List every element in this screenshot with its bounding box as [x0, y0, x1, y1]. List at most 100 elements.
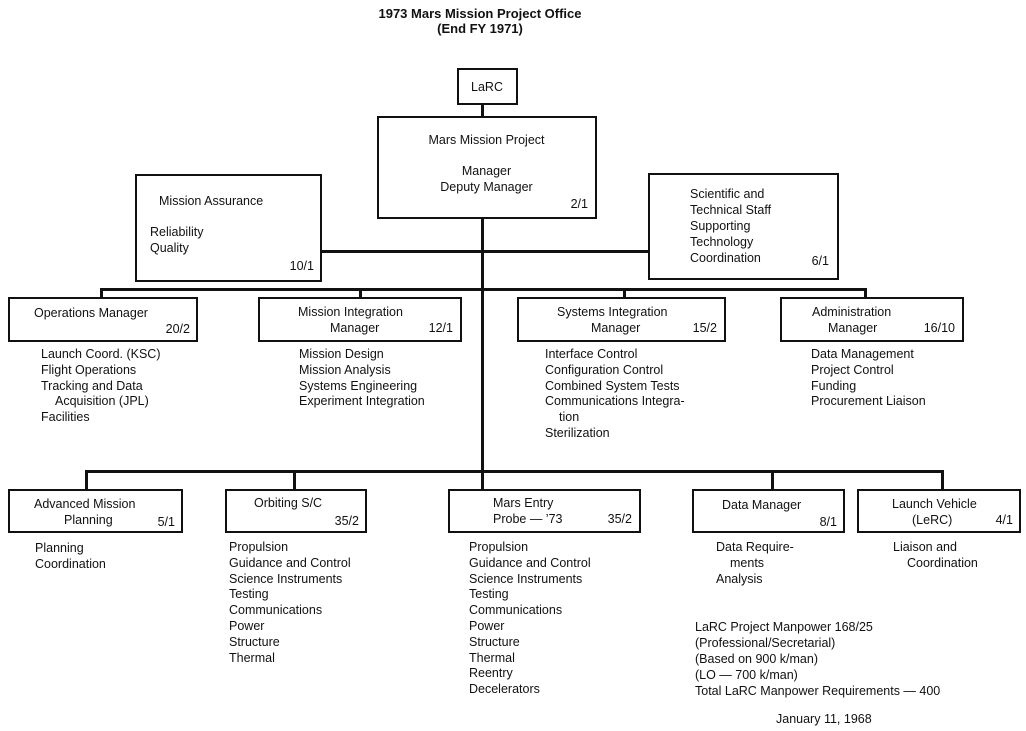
advanced-mission-planning-box: Advanced Mission Planning 5/1	[8, 489, 183, 533]
mission-integration-title: Manager	[330, 321, 380, 335]
project-role: Deputy Manager	[440, 180, 533, 194]
function-item: Flight Operations	[41, 362, 137, 377]
manpower-notes: LaRC Project Manpower 168/25 (Profession…	[695, 619, 940, 699]
connector-row2-bus	[85, 470, 944, 473]
document-date: January 11, 1968	[776, 712, 872, 726]
scientific-line: Scientific and	[690, 187, 765, 201]
function-item: Reentry	[469, 666, 513, 681]
orbiting-sc-box: Orbiting S/C 35/2	[225, 489, 367, 533]
scientific-line: Technology	[690, 235, 754, 249]
systems-integration-title: Systems Integration	[557, 305, 668, 319]
data-manager-functions: Data Require- ments Analysis	[716, 540, 794, 587]
mars-entry-title: Mars Entry	[493, 496, 554, 510]
scientific-line: Coordination	[690, 251, 761, 265]
mission-integration-manager-box: Mission Integration Manager 12/1	[258, 297, 462, 342]
note-line: (LO — 700 k/man)	[695, 668, 798, 682]
scientific-line: Technical Staff	[690, 203, 772, 217]
function-item: Power	[229, 618, 265, 633]
connector-staff-horizontal	[320, 250, 650, 253]
operations-manpower: 20/2	[165, 322, 190, 336]
function-item: Funding	[811, 378, 857, 393]
function-item: Science Instruments	[229, 571, 343, 586]
mission-integration-functions: Mission Design Mission Analysis Systems …	[299, 347, 425, 410]
advanced-mission-title: Planning	[64, 513, 113, 527]
function-item: Analysis	[716, 571, 763, 586]
project-manpower: 2/1	[570, 197, 588, 211]
function-item: Data Management	[811, 347, 914, 361]
systems-integration-title: Manager	[591, 321, 641, 335]
administration-manpower: 16/10	[923, 321, 955, 335]
launch-vehicle-title: (LeRC)	[912, 513, 953, 527]
project-title: Mars Mission Project	[428, 133, 545, 147]
function-item: Propulsion	[229, 540, 289, 554]
advanced-mission-functions: Planning Coordination	[35, 541, 106, 573]
launch-vehicle-functions: Liaison and Coordination	[893, 540, 978, 572]
administration-functions: Data Management Project Control Funding …	[811, 347, 926, 410]
function-item: Science Instruments	[469, 571, 583, 586]
note-line: (Based on 900 k/man)	[695, 652, 818, 666]
scientific-staff-box: Scientific and Technical Staff Supportin…	[648, 173, 839, 280]
function-item: Procurement Liaison	[811, 394, 926, 409]
data-manager-title: Data Manager	[722, 498, 802, 512]
function-item: Configuration Control	[545, 362, 664, 377]
function-item: Structure	[229, 634, 280, 649]
function-item: Structure	[469, 634, 520, 649]
mars-entry-title: Probe — ’73	[493, 512, 563, 526]
function-item: Experiment Integration	[299, 394, 425, 409]
connector-main-vertical	[481, 217, 484, 491]
function-item: Decelerators	[469, 682, 540, 697]
assurance-manpower: 10/1	[289, 259, 314, 273]
connector-row1-bus	[100, 288, 867, 291]
systems-integration-manpower: 15/2	[692, 321, 717, 335]
larc-box: LaRC	[457, 68, 518, 105]
operations-manager-box: Operations Manager 20/2	[8, 297, 198, 342]
chart-subtitle: (End FY 1971)	[437, 21, 523, 36]
function-item: Liaison and	[893, 540, 957, 554]
project-box: Mars Mission Project Manager Deputy Mana…	[377, 116, 597, 219]
assurance-item: Reliability	[150, 225, 204, 239]
launch-vehicle-title: Launch Vehicle	[892, 497, 977, 511]
data-manager-box: Data Manager 8/1	[692, 489, 845, 533]
mission-integration-manpower: 12/1	[428, 321, 453, 335]
connector-row2-drop-lv	[941, 470, 944, 490]
connector-row1-drop-mi	[359, 288, 362, 298]
connector-row2-drop-dm	[771, 470, 774, 490]
function-item: Power	[469, 618, 505, 633]
function-item: Communications Integra-	[545, 394, 685, 409]
connector-row1-drop-admin	[864, 288, 867, 298]
operations-functions: Launch Coord. (KSC) Flight Operations Tr…	[41, 347, 161, 426]
chart-title: 1973 Mars Mission Project Office	[378, 6, 582, 21]
orbiting-sc-title: Orbiting S/C	[254, 496, 323, 510]
mission-integration-title: Mission Integration	[298, 305, 403, 319]
function-item: Thermal	[469, 650, 515, 665]
larc-label: LaRC	[471, 80, 503, 94]
function-item: Combined System Tests	[545, 378, 680, 393]
assurance-item: Quality	[150, 241, 189, 255]
note-line: (Professional/Secretarial)	[695, 636, 836, 650]
mars-entry-manpower: 35/2	[607, 512, 632, 526]
mission-assurance-box: Mission Assurance Reliability Quality 10…	[135, 174, 322, 282]
advanced-mission-title: Advanced Mission	[34, 497, 136, 511]
function-item: Communications	[469, 603, 563, 618]
function-item: Mission Design	[299, 347, 384, 361]
connector-row2-drop-orb	[293, 470, 296, 490]
function-item: Tracking and Data	[41, 378, 143, 393]
advanced-mission-manpower: 5/1	[157, 515, 175, 529]
function-item: Guidance and Control	[469, 555, 591, 570]
function-item: Thermal	[229, 650, 275, 665]
note-line: LaRC Project Manpower 168/25	[695, 620, 873, 634]
operations-title: Operations Manager	[34, 306, 148, 320]
connector-row2-drop-mep	[481, 470, 484, 490]
function-item: Acquisition (JPL)	[55, 394, 149, 409]
administration-manager-box: Administration Manager 16/10	[780, 297, 964, 342]
function-item: tion	[559, 410, 580, 425]
connector-row2-drop-amp	[85, 470, 88, 490]
systems-integration-functions: Interface Control Configuration Control …	[545, 347, 685, 442]
function-item: Data Require-	[716, 540, 794, 554]
project-role: Manager	[461, 164, 512, 178]
function-item: Coordination	[907, 555, 978, 570]
function-item: Testing	[229, 587, 269, 602]
function-item: Propulsion	[469, 540, 529, 554]
launch-vehicle-box: Launch Vehicle (LeRC) 4/1	[857, 489, 1021, 533]
connector-row1-drop-si	[623, 288, 626, 298]
